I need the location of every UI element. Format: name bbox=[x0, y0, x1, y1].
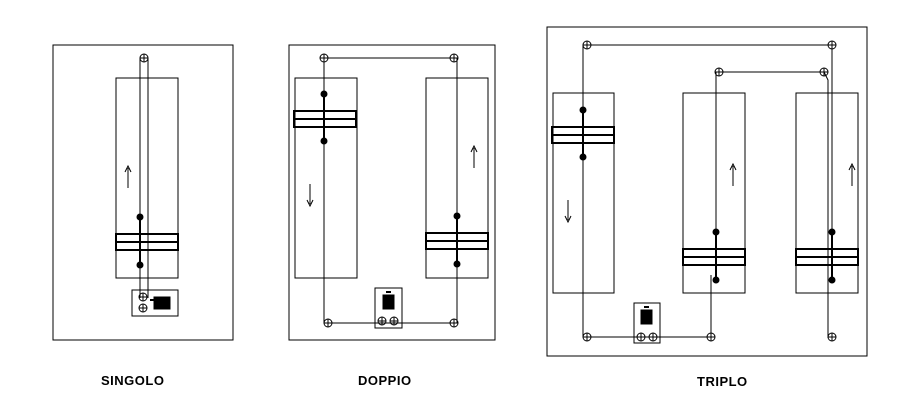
pulley-icon bbox=[579, 106, 587, 114]
screw-icon bbox=[648, 332, 658, 342]
screw-icon bbox=[389, 316, 399, 326]
diagram-doppio bbox=[288, 44, 496, 341]
screw-icon bbox=[138, 292, 148, 302]
arrow-up-icon bbox=[848, 162, 856, 171]
pulley-icon bbox=[712, 276, 720, 284]
screw-icon bbox=[138, 303, 148, 313]
pulley-icon bbox=[320, 137, 328, 145]
diagram-triplo bbox=[546, 26, 868, 357]
rope bbox=[715, 71, 829, 338]
label-triplo: TRIPLO bbox=[697, 374, 748, 389]
screw-icon bbox=[827, 40, 837, 50]
sash-panel-left bbox=[294, 77, 358, 279]
arrow-up-icon bbox=[124, 164, 132, 173]
screw-icon bbox=[827, 332, 837, 342]
screw-icon bbox=[819, 67, 829, 77]
frame-doppio bbox=[288, 44, 496, 341]
arrow-up-icon bbox=[470, 144, 478, 153]
screw-icon bbox=[636, 332, 646, 342]
label-singolo: SINGOLO bbox=[101, 373, 165, 388]
pulley-icon bbox=[453, 212, 461, 220]
arrow-down-icon bbox=[564, 215, 572, 224]
frame-singolo bbox=[52, 44, 234, 341]
screw-icon bbox=[139, 53, 149, 63]
pulley-icon bbox=[712, 228, 720, 236]
arrow-up-icon bbox=[729, 162, 737, 171]
pulley-icon bbox=[453, 260, 461, 268]
motor-box bbox=[131, 289, 179, 317]
rope bbox=[582, 44, 833, 275]
frame-triplo bbox=[546, 26, 868, 357]
pulley-icon bbox=[579, 153, 587, 161]
diagram-singolo bbox=[52, 44, 234, 341]
screw-icon bbox=[323, 318, 333, 328]
pulley-icon bbox=[136, 261, 144, 269]
screw-icon bbox=[714, 67, 724, 77]
motor-icon bbox=[153, 296, 171, 310]
sash-panel-middle bbox=[682, 92, 746, 294]
motor-icon bbox=[640, 309, 653, 325]
arrow-down-icon bbox=[306, 199, 314, 208]
sash-panel bbox=[115, 77, 179, 279]
pulley-icon bbox=[320, 90, 328, 98]
pulley-icon bbox=[828, 276, 836, 284]
screw-icon bbox=[582, 332, 592, 342]
screw-icon bbox=[449, 318, 459, 328]
motor-box bbox=[633, 302, 661, 344]
screw-icon bbox=[377, 316, 387, 326]
screw-icon bbox=[582, 40, 592, 50]
motor-icon bbox=[382, 294, 395, 310]
pulley-icon bbox=[828, 228, 836, 236]
sash-panel-right bbox=[795, 92, 859, 294]
pulley-icon bbox=[136, 213, 144, 221]
screw-icon bbox=[706, 332, 716, 342]
screw-icon bbox=[319, 53, 329, 63]
screw-icon bbox=[449, 53, 459, 63]
motor-box bbox=[374, 287, 403, 329]
label-doppio: DOPPIO bbox=[358, 373, 412, 388]
rope bbox=[323, 57, 458, 324]
